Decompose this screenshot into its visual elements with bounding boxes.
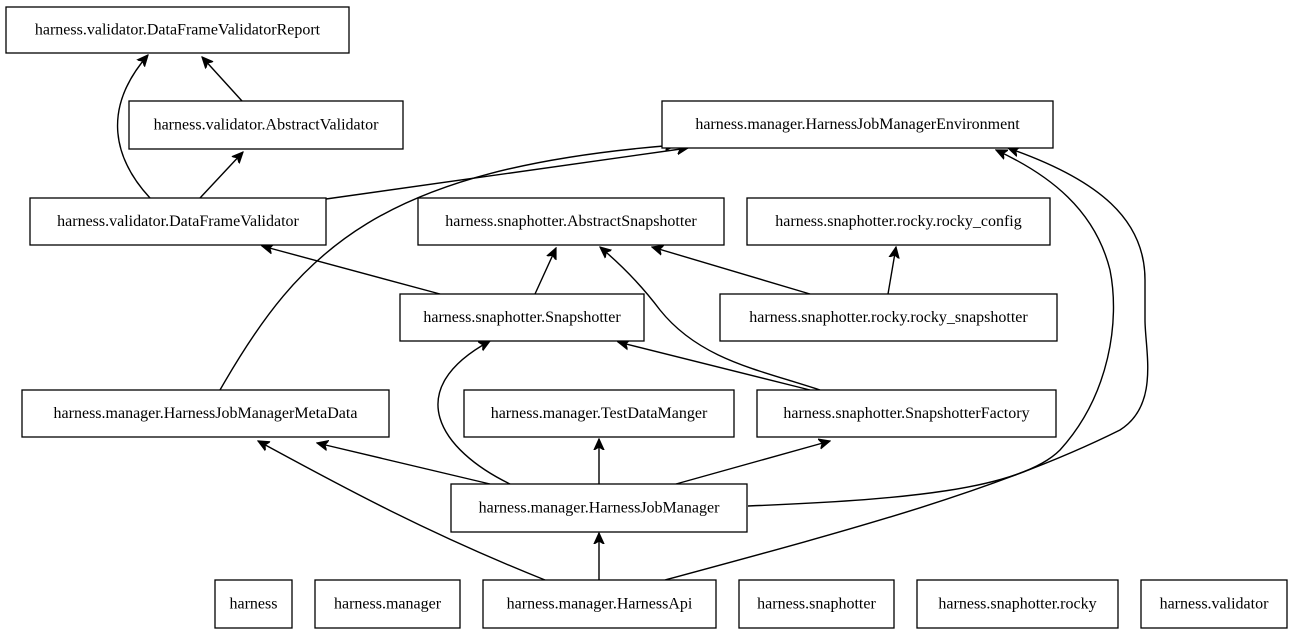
edge-snapshotter-to-dataframevalidator <box>262 246 441 295</box>
node-dataframevalidatorreport: harness.validator.DataFrameValidatorRepo… <box>5 6 350 54</box>
node-rockyconfig: harness.snaphotter.rocky.rocky_config <box>746 197 1051 246</box>
svg-text:harness.validator: harness.validator <box>1160 596 1270 613</box>
node-rockysnapshotter: harness.snaphotter.rocky.rocky_snapshott… <box>719 293 1058 342</box>
svg-text:harness.manager.HarnessJobMana: harness.manager.HarnessJobManager <box>479 500 720 517</box>
edge-jobmanager-to-snapshotterfactory <box>675 441 830 485</box>
node-package-snaphotter-rocky: harness.snaphotter.rocky <box>916 579 1119 629</box>
edge-jobmanager-to-snapshotter <box>437 341 511 485</box>
svg-text:harness.snaphotter.Snapshotter: harness.snaphotter.Snapshotter <box>423 309 621 326</box>
node-testdatamanager: harness.manager.TestDataManger <box>463 389 735 438</box>
node-snapshotter: harness.snaphotter.Snapshotter <box>399 293 645 342</box>
svg-text:harness.manager.HarnessJobMana: harness.manager.HarnessJobManagerEnviron… <box>695 116 1020 133</box>
svg-text:harness.snaphotter.rocky.rocky: harness.snaphotter.rocky.rocky_config <box>775 213 1021 230</box>
node-abstractsnapshotter: harness.snaphotter.AbstractSnapshotter <box>417 197 725 246</box>
edge-api-to-jobmanagerenvironment <box>664 148 1149 581</box>
svg-text:harness.manager.TestDataManger: harness.manager.TestDataManger <box>491 405 708 422</box>
node-jobmanagerenvironment: harness.manager.HarnessJobManagerEnviron… <box>661 100 1054 149</box>
node-snapshotterfactory: harness.snaphotter.SnapshotterFactory <box>756 389 1057 438</box>
svg-text:harness.snaphotter.AbstractSna: harness.snaphotter.AbstractSnapshotter <box>445 213 697 230</box>
svg-text:harness.validator.DataFrameVal: harness.validator.DataFrameValidator <box>57 213 299 230</box>
edge-jobmanager-to-jobmanagermetadata <box>317 443 491 485</box>
edge-abstractvalidator-to-dataframevalidatorreport <box>202 57 243 102</box>
svg-text:harness.snaphotter: harness.snaphotter <box>757 596 876 613</box>
edge-snapshotter-to-abstractsnapshotter <box>534 248 557 295</box>
node-dataframevalidator: harness.validator.DataFrameValidator <box>29 197 327 246</box>
svg-text:harness.validator.DataFrameVal: harness.validator.DataFrameValidatorRepo… <box>35 22 321 39</box>
node-package-harness: harness <box>214 579 293 629</box>
svg-text:harness.manager: harness.manager <box>334 596 442 613</box>
edge-snapshotterfactory-to-abstractsnapshotter <box>600 247 821 391</box>
edge-dataframevalidator-to-jobmanagerenvironment <box>325 148 688 200</box>
edge-dataframevalidator-to-abstractvalidator <box>199 152 243 199</box>
node-package-manager: harness.manager <box>314 579 461 629</box>
svg-text:harness.manager.HarnessApi: harness.manager.HarnessApi <box>507 596 693 613</box>
svg-text:harness.manager.HarnessJobMana: harness.manager.HarnessJobManagerMetaDat… <box>54 405 358 422</box>
edge-rockysnapshotter-to-abstractsnapshotter <box>652 247 811 295</box>
edge-jobmanager-to-jobmanagerenvironment <box>747 149 1115 507</box>
node-package-validator: harness.validator <box>1140 579 1288 629</box>
svg-text:harness.snaphotter.rocky: harness.snaphotter.rocky <box>938 596 1096 613</box>
edge-dataframevalidator-to-dataframevalidatorreport <box>116 55 151 199</box>
node-harnessapi: harness.manager.HarnessApi <box>482 579 717 629</box>
node-abstractvalidator: harness.validator.AbstractValidator <box>128 100 404 150</box>
svg-text:harness.snaphotter.Snapshotter: harness.snaphotter.SnapshotterFactory <box>783 405 1029 422</box>
edge-jobmanagermetadata-to-jobmanagerenvironment <box>219 145 676 391</box>
edge-api-to-jobmanagermetadata <box>258 441 546 581</box>
svg-text:harness.snaphotter.rocky.rocky: harness.snaphotter.rocky.rocky_snapshott… <box>749 309 1028 326</box>
node-package-snaphotter: harness.snaphotter <box>738 579 895 629</box>
svg-text:harness.validator.AbstractVali: harness.validator.AbstractValidator <box>154 117 379 134</box>
node-jobmanagermetadata: harness.manager.HarnessJobManagerMetaDat… <box>21 389 390 438</box>
edge-rockysnapshotter-to-rockyconfig <box>887 247 896 295</box>
svg-text:harness: harness <box>230 596 278 613</box>
edge-snapshotterfactory-to-snapshotter <box>618 342 811 391</box>
node-jobmanager: harness.manager.HarnessJobManager <box>450 483 748 533</box>
